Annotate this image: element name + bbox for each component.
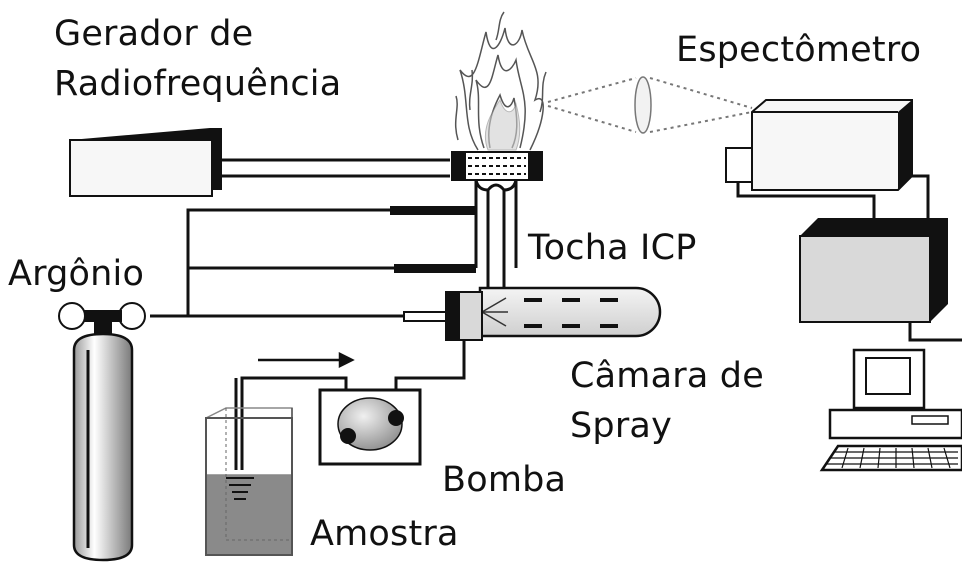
label-chamber-line2: Spray [570,406,672,446]
pump-icon [318,388,422,466]
label-generator-line2: Radiofrequência [54,64,342,104]
label-spectrometer: Espectômetro [676,30,922,70]
spectrometer-unit [725,99,913,191]
flame-core [484,98,521,151]
argon-lines [150,208,476,318]
label-generator-line1: Gerador de [54,14,254,54]
optical-path [547,77,753,133]
label-argon: Argônio [8,254,145,294]
label-torch: Tocha ICP [528,228,697,268]
icp-torch [474,179,518,290]
flow-arrow [258,351,355,369]
lens-icon [634,76,652,134]
spray-chamber [445,286,662,341]
argon-cylinder-icon [58,302,146,562]
label-chamber-line1: Câmara de [570,356,764,396]
computer-icon [819,348,962,472]
data-processing-unit [799,218,948,323]
rf-cables [212,158,450,178]
label-sample: Amostra [310,514,459,554]
rf-generator [69,128,222,197]
label-pump: Bomba [442,460,567,500]
torch-coil [451,151,543,181]
sample-beaker-icon [205,407,293,556]
